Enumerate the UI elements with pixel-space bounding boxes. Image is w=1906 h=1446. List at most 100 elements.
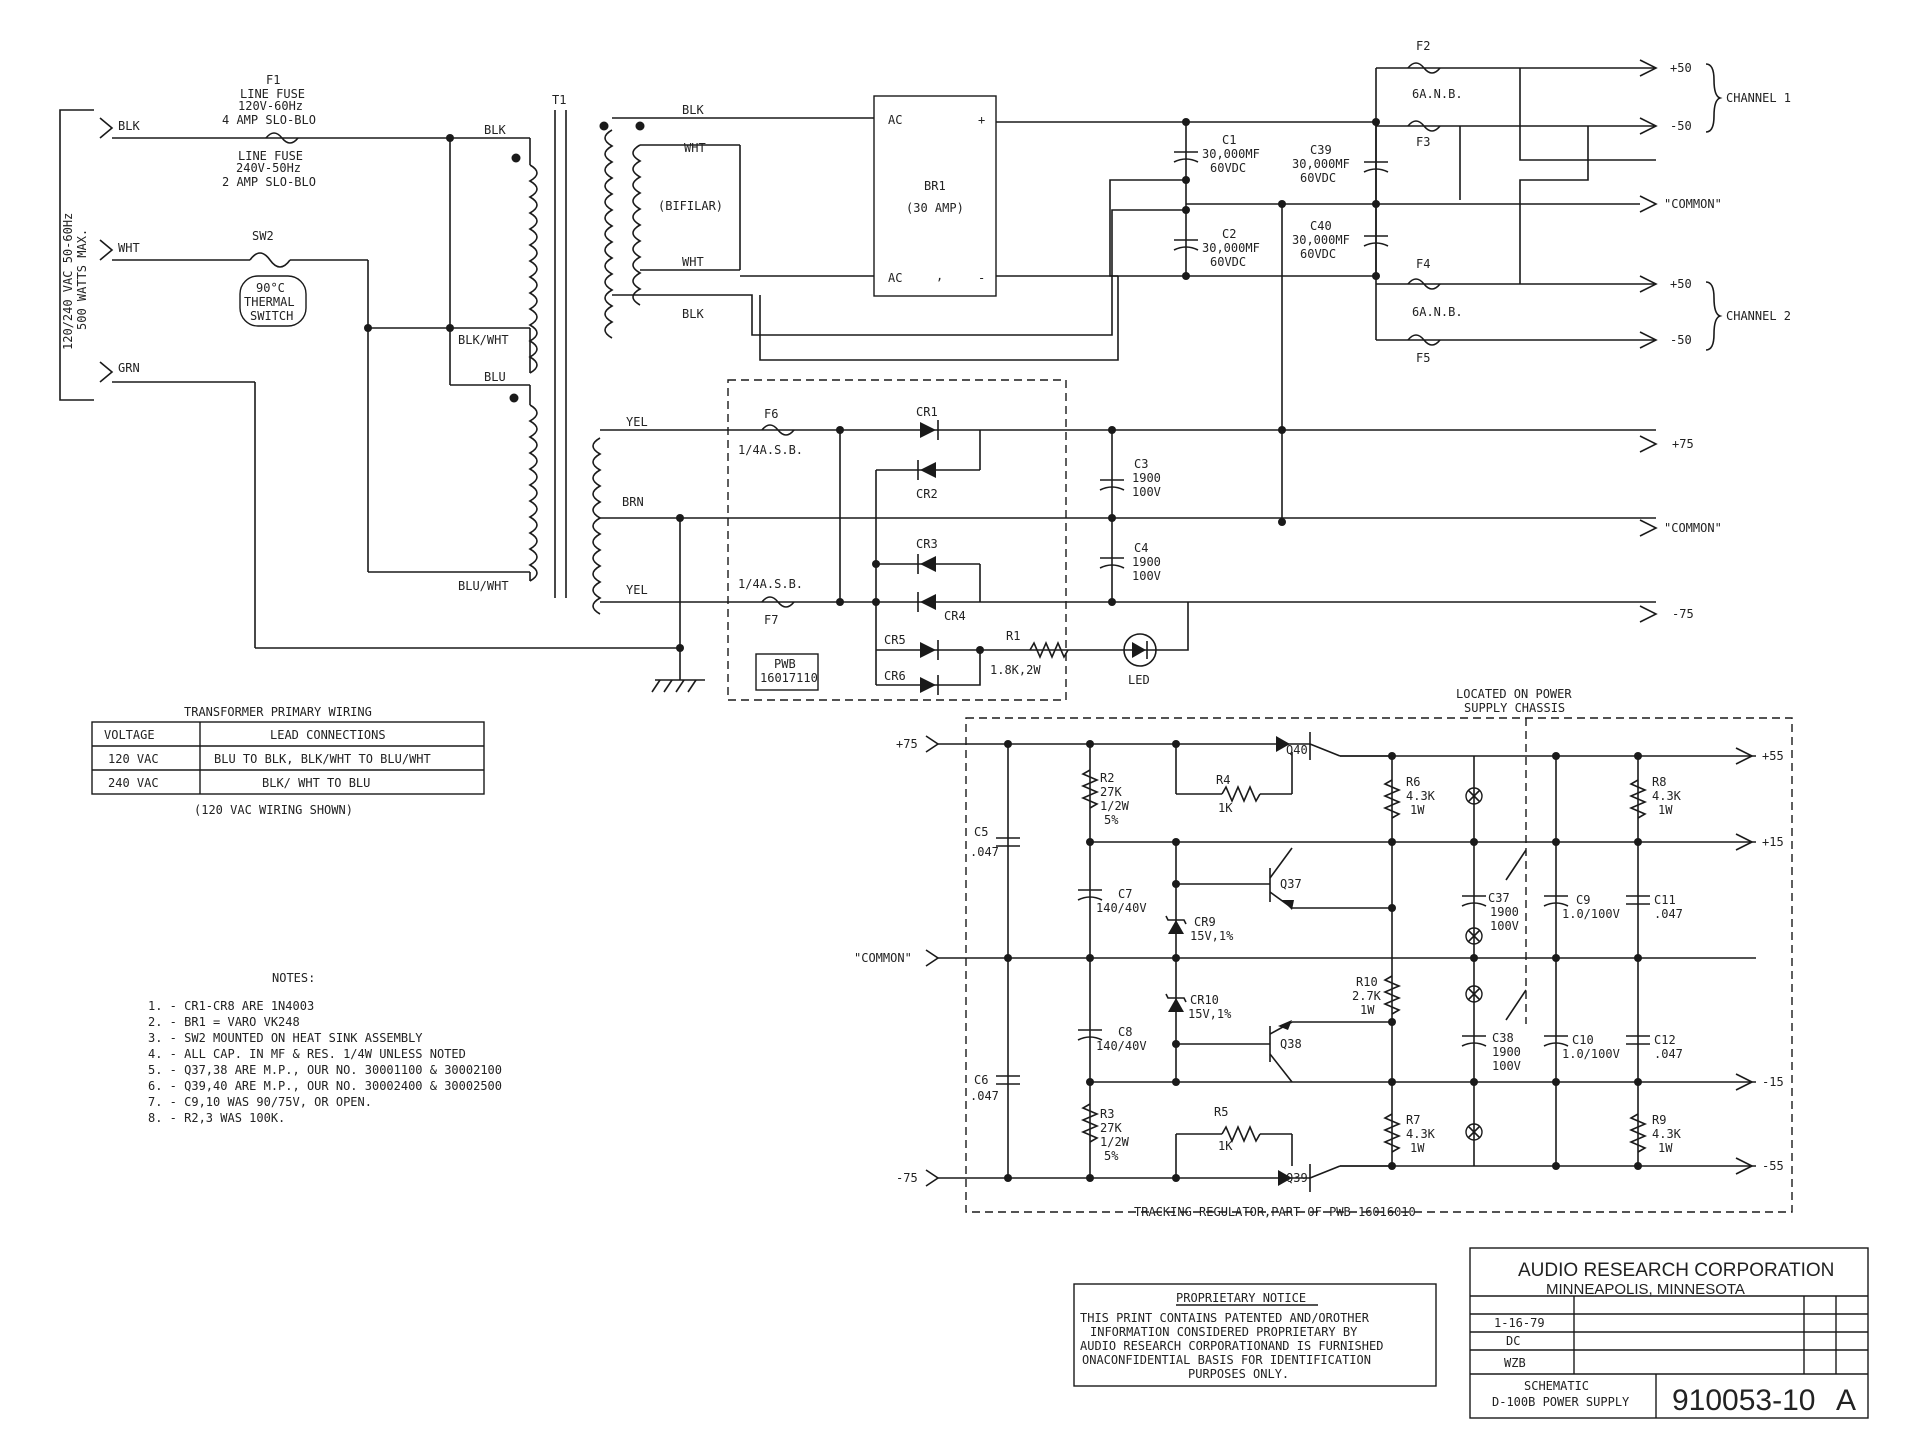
r1-value: 1.8K,2W (990, 663, 1041, 677)
wiring-row2-leads: BLK/ WHT TO BLU (262, 776, 370, 790)
c12-name: C12 (1654, 1033, 1676, 1047)
note-3: 3. - SW2 MOUNTED ON HEAT SINK ASSEMBLY (148, 1031, 423, 1045)
r2-power: 1/2W (1100, 799, 1130, 813)
cr10-name: CR10 (1190, 993, 1219, 1007)
r7-power: 1W (1410, 1141, 1425, 1155)
c37-voltage: 100V (1490, 919, 1519, 933)
c1-name: C1 (1222, 133, 1236, 147)
r3-value: 27K (1100, 1121, 1122, 1135)
out-minus75: -75 (1672, 607, 1694, 621)
c38-name: C38 (1492, 1031, 1514, 1045)
c11-name: C11 (1654, 893, 1676, 907)
f7-label: F7 (764, 613, 778, 627)
r8-power: 1W (1658, 803, 1673, 817)
output-fuses: F2 6A.N.B. F3 F4 6A.N.B. F5 (1375, 39, 1656, 365)
located-line2: SUPPLY CHASSIS (1464, 701, 1565, 715)
r10-power: 1W (1360, 1003, 1375, 1017)
located-line1: LOCATED ON POWER (1456, 687, 1572, 701)
primary-blu-label: BLU (484, 370, 506, 384)
proprietary-line-4: ONACONFIDENTIAL BASIS FOR IDENTIFICATION (1082, 1353, 1371, 1367)
drawing-title: SCHEMATIC (1524, 1379, 1589, 1393)
pwb-label: PWB (774, 657, 796, 671)
company-name: AUDIO RESEARCH CORPORATION (1518, 1260, 1834, 1281)
r7-value: 4.3K (1406, 1127, 1436, 1141)
r3-power: 1/2W (1100, 1135, 1130, 1149)
drawn-by: DC (1506, 1334, 1520, 1348)
cr1-label: CR1 (916, 405, 938, 419)
r2-tol: 5% (1104, 813, 1119, 827)
f6-rating: 1/4A.S.B. (738, 443, 803, 457)
cr10-value: 15V,1% (1188, 1007, 1232, 1021)
ac-input-section: 120/240 VAC 50-60Hz 500 WATTS MAX. BLK W… (59, 73, 680, 649)
f1-120v-label: 120V-60Hz (238, 99, 303, 113)
wiring-header-voltage: VOLTAGE (104, 728, 155, 742)
wiring-header-leads: LEAD CONNECTIONS (270, 728, 386, 742)
f4-label: F4 (1416, 257, 1430, 271)
c1-voltage: 60VDC (1210, 161, 1246, 175)
r6-value: 4.3K (1406, 789, 1436, 803)
out-plus50-ch2: +50 (1670, 277, 1692, 291)
br1-rating-label: (30 AMP) (906, 201, 964, 215)
r8-value: 4.3K (1652, 789, 1682, 803)
cr3-label: CR3 (916, 537, 938, 551)
transformer-wiring-table: TRANSFORMER PRIMARY WIRING VOLTAGE LEAD … (91, 705, 485, 817)
c12-value: .047 (1654, 1047, 1683, 1061)
c40-voltage: 60VDC (1300, 247, 1336, 261)
bridge-rectifier-br1: AC + BR1 (30 AMP) AC , - (740, 95, 1376, 361)
note-4: 4. - ALL CAP. IN MF & RES. 1/4W UNLESS N… (148, 1047, 466, 1061)
f1-label: F1 (266, 73, 280, 87)
br1-ac1-label: AC (888, 113, 902, 127)
r9-name: R9 (1652, 1113, 1666, 1127)
c38-voltage: 100V (1492, 1059, 1521, 1073)
f1-line-fuse2-label: LINE FUSE (238, 149, 303, 163)
reg-in-plus75: +75 (896, 737, 918, 751)
q40-label: Q40 (1286, 743, 1308, 757)
out-common-aux: "COMMON" (1664, 521, 1722, 535)
c39-voltage: 60VDC (1300, 171, 1336, 185)
c40-value: 30,000MF (1292, 233, 1350, 247)
sec-blk-top-label: BLK (682, 103, 704, 117)
wiring-table-note: (120 VAC WIRING SHOWN) (194, 803, 353, 817)
primary-blkwht-label: BLK/WHT (458, 333, 509, 347)
cr9-name: CR9 (1194, 915, 1216, 929)
drawing-subtitle: D-100B POWER SUPPLY (1492, 1395, 1630, 1409)
led-label: LED (1128, 673, 1150, 687)
input-rating-label: 120/240 VAC 50-60Hz (61, 213, 75, 350)
checked-by: WZB (1504, 1356, 1526, 1370)
cr2-label: CR2 (916, 487, 938, 501)
transformer-t1: T1 BLK BLK/WHT BLU BLU/WHT BLK WHT (B (368, 93, 874, 693)
r1-label: R1 (1006, 629, 1020, 643)
c3-name: C3 (1134, 457, 1148, 471)
sec-brn-label: BRN (622, 495, 644, 509)
r5-name: R5 (1214, 1105, 1228, 1119)
note-8: 8. - R2,3 WAS 100K. (148, 1111, 285, 1125)
q39-label: Q39 (1286, 1171, 1308, 1185)
br1-tick-label: , (936, 269, 943, 283)
cr5-label: CR5 (884, 633, 906, 647)
r10-value: 2.7K (1352, 989, 1382, 1003)
c4-value: 1900 (1132, 555, 1161, 569)
note-2: 2. - BR1 = VARO VK248 (148, 1015, 300, 1029)
c11-value: .047 (1654, 907, 1683, 921)
c6-value: .047 (970, 1089, 999, 1103)
out-plus75: +75 (1672, 437, 1694, 451)
channel-2-label: CHANNEL 2 (1726, 309, 1791, 323)
proprietary-line-5: PURPOSES ONLY. (1188, 1367, 1289, 1381)
primary-bluwht-label: BLU/WHT (458, 579, 509, 593)
sw2-label: SW2 (252, 229, 274, 243)
f1-2amp-label: 2 AMP SLO-BLO (222, 175, 316, 189)
f2-label: F2 (1416, 39, 1430, 53)
channel-1-label: CHANNEL 1 (1726, 91, 1791, 105)
c9-value: 1.0/100V (1562, 907, 1620, 921)
br1-minus-label: - (978, 271, 985, 285)
main-filter-caps: C1 30,000MF 60VDC C2 30,000MF 60VDC C39 … (1173, 118, 1640, 522)
input-wattage-label: 500 WATTS MAX. (75, 229, 89, 330)
f1-4amp-label: 4 AMP SLO-BLO (222, 113, 316, 127)
wiring-row1-voltage: 120 VAC (108, 752, 159, 766)
c10-value: 1.0/100V (1562, 1047, 1620, 1061)
cr6-label: CR6 (884, 669, 906, 683)
f7-rating: 1/4A.S.B. (738, 577, 803, 591)
wiring-row1-leads: BLU TO BLK, BLK/WHT TO BLU/WHT (214, 752, 431, 766)
reg-in-minus75: -75 (896, 1171, 918, 1185)
note-1: 1. - CR1-CR8 ARE 1N4003 (148, 999, 314, 1013)
